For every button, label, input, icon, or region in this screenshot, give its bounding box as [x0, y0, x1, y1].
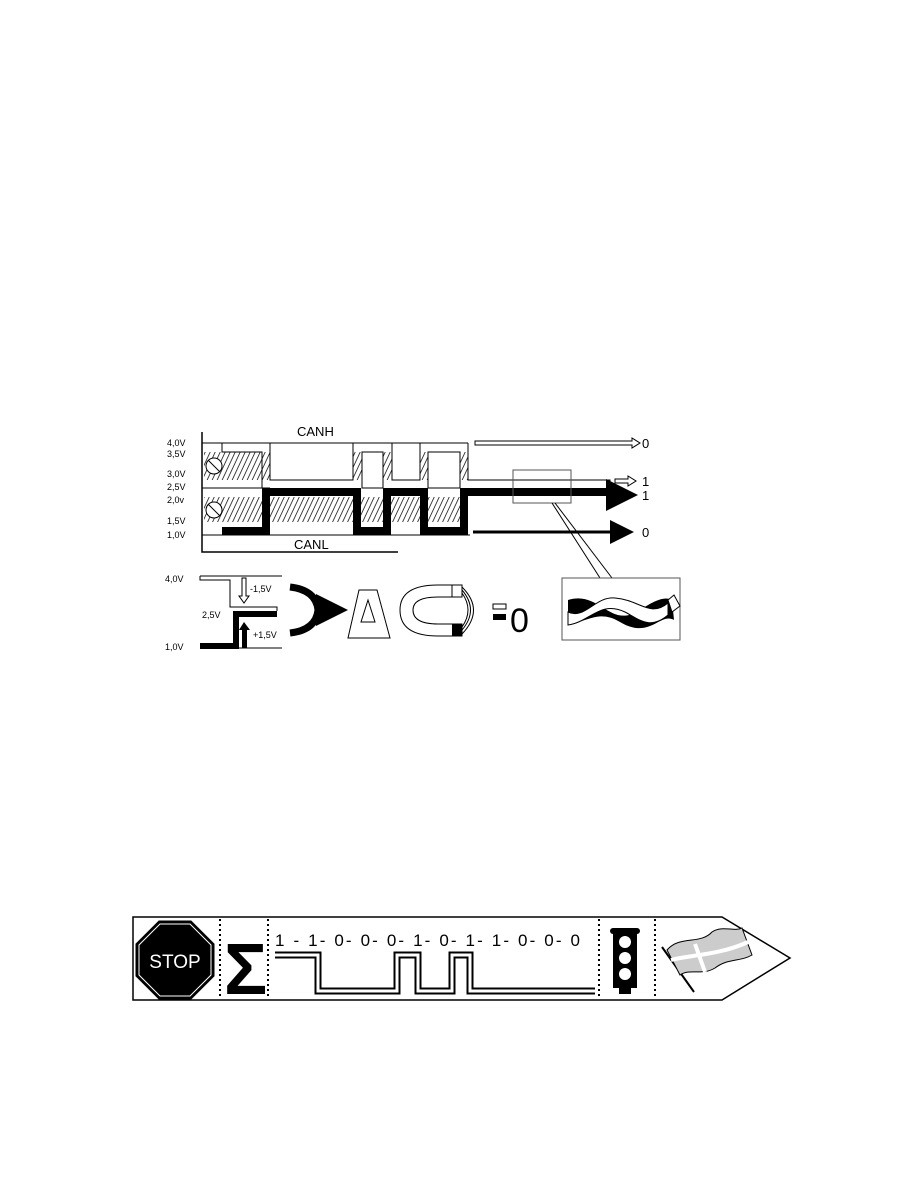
canh-step	[199, 575, 282, 611]
stop-sign-icon: STOP	[135, 920, 215, 1000]
zoom-region-box	[512, 469, 572, 504]
down-arrow-icon	[238, 577, 250, 604]
output-value: 0	[642, 436, 649, 451]
merge-icon	[289, 583, 322, 637]
voltage-label: 2,5V	[167, 482, 186, 492]
voltage-axis-labels: 4,0V 3,5V 3,0V 2,5V 2,0v 1,5V 1,0V	[167, 438, 186, 540]
strip-dividers	[219, 919, 656, 999]
canh-trace	[202, 442, 611, 536]
bit-sequence: 1 - 1- 0- 0- 0- 1- 0- 1- 1- 0- 0- 0	[275, 931, 580, 950]
voltage-label: 3,5V	[167, 449, 186, 459]
can-levels-diagram: CANH CANL 4,0V 3,5V 3,0V 2,5V 2,0v 1,5V …	[167, 424, 649, 579]
low-voltage-label: 1,0V	[165, 642, 184, 652]
hollow-arrow-icon	[474, 437, 641, 449]
canl-hatch-band	[204, 497, 468, 522]
bit-waveform	[275, 951, 595, 995]
output-value: 1	[642, 474, 649, 489]
voltage-label: 1,5V	[167, 516, 186, 526]
axes	[201, 432, 398, 553]
frame-strip: STOP Σ 1 - 1- 0- 0- 0- 1- 0- 1- 1- 0- 0-…	[132, 916, 792, 1010]
traffic-light-icon	[610, 928, 640, 994]
magnet-icon	[399, 584, 474, 637]
voltage-label: 2,0v	[167, 495, 185, 505]
differential-diagram: 4,0V 2,5V 1,0V -1,5V +1,5V 0	[165, 574, 681, 652]
voltage-label: 1,0V	[167, 530, 186, 540]
voltage-label: 3,0V	[167, 469, 186, 479]
minus-voltage-label: -1,5V	[250, 584, 272, 594]
high-voltage-label: 4,0V	[165, 574, 184, 584]
resistor-icon-slash	[207, 459, 221, 473]
resistor-icon-slash	[207, 503, 221, 517]
sigma-icon: Σ	[224, 930, 267, 1010]
callout-line	[554, 502, 613, 579]
result-value: 0	[510, 602, 529, 640]
output-value: 0	[642, 525, 649, 540]
plus-voltage-label: +1,5V	[253, 630, 277, 640]
twisted-pair-callout	[561, 577, 681, 641]
mid-voltage-label: 2,5V	[202, 610, 221, 620]
hollow-arrow-icon	[614, 475, 637, 487]
voltage-label: 4,0V	[167, 438, 186, 448]
delta-icon	[347, 589, 391, 639]
canh-label: CANH	[297, 424, 334, 439]
output-value: 1	[642, 488, 649, 503]
stop-label: STOP	[149, 952, 200, 973]
canl-trace	[222, 488, 610, 535]
canl-label: CANL	[294, 537, 329, 552]
equals-zero-icon: 0	[492, 602, 529, 640]
up-arrow-icon	[239, 622, 250, 648]
flag-icon	[661, 927, 753, 993]
canl-step	[200, 611, 277, 649]
callout-line	[551, 502, 601, 579]
